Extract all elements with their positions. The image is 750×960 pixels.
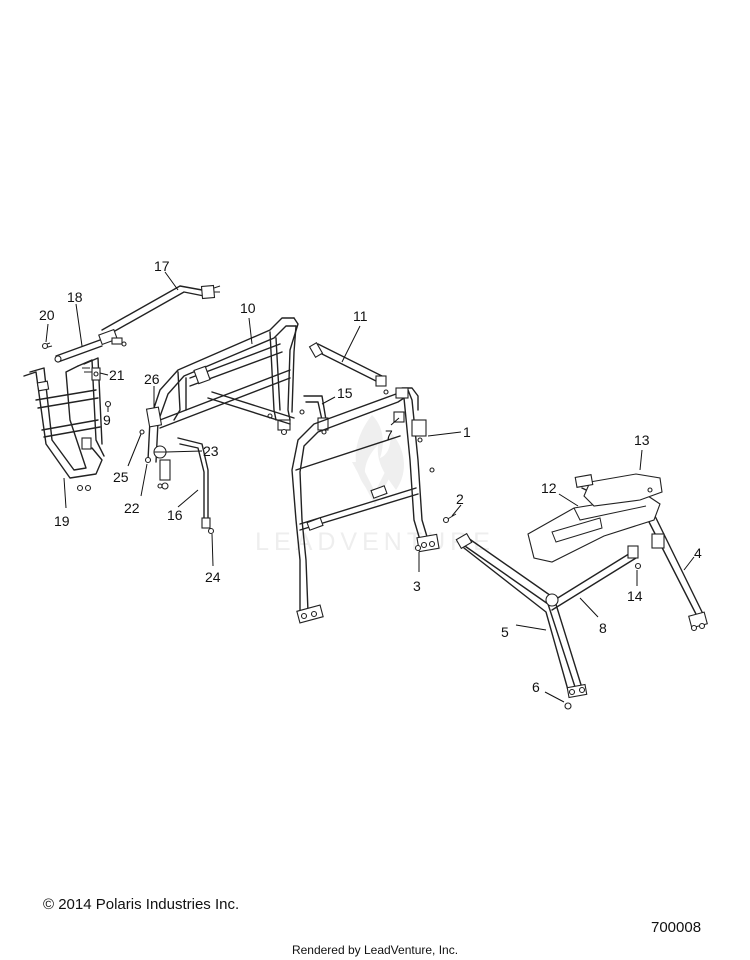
callout-label: 6 [532,679,540,695]
watermark: LEADVENTURE [255,415,495,556]
callout-13: 13 [634,432,650,471]
callout-21: 21 [99,367,125,383]
callout-23: 23 [165,443,219,459]
callout-label: 26 [144,371,160,387]
copyright-notice: © 2014 Polaris Industries Inc. [43,896,240,913]
callout-17: 17 [154,258,179,291]
callout-3: 3 [413,552,421,594]
callout-label: 21 [109,367,125,383]
callout-label: 19 [54,513,70,529]
part-6-bolt [564,702,572,710]
callout-8: 8 [579,597,607,636]
part-13-dash-cap [583,473,663,507]
callout-label: 11 [353,308,368,324]
callout-label: 12 [541,480,557,496]
callout-label: 15 [337,385,353,401]
callout-label: 10 [240,300,256,316]
part-11-crossbar [308,342,389,395]
callout-6: 6 [532,679,565,703]
callout-label: 7 [385,427,393,443]
callout-label: 3 [413,578,421,594]
callout-25: 25 [113,433,142,485]
callout-label: 8 [599,620,607,636]
part-22-bolt [144,456,152,464]
callout-label: 14 [627,588,643,604]
callout-1: 1 [427,424,471,440]
callout-label: 24 [205,569,221,585]
part-24-bolt [207,527,215,535]
part-16-support [177,437,211,529]
callout-10: 10 [240,300,256,345]
callout-4: 4 [683,545,702,571]
callout-label: 23 [203,443,219,459]
callout-16: 16 [167,489,199,523]
part-8-crossbar [545,545,639,611]
callout-label: 5 [501,624,509,640]
callout-18: 18 [67,289,83,347]
callout-label: 2 [456,491,464,507]
callout-14: 14 [627,570,643,604]
callout-label: 17 [154,258,170,274]
callout-24: 24 [205,533,221,585]
callout-2: 2 [451,491,464,517]
part-19-rear-frame [23,357,105,492]
callout-label: 25 [113,469,129,485]
callout-15: 15 [321,385,353,405]
callout-11: 11 [341,308,368,363]
part-7-bracket [393,411,405,423]
callout-label: 16 [167,507,183,523]
part-21-bracket [91,367,101,381]
callout-label: 20 [39,307,55,323]
figure-number: 700008 [651,919,702,936]
part-20-bolt [41,342,53,350]
callout-20: 20 [39,307,55,343]
part-23-clamp [153,445,167,459]
part-9-bolt [104,400,112,408]
callout-12: 12 [541,480,579,507]
part-18-lower-bar [54,328,127,363]
part-17-upper-bar [101,284,221,337]
watermark-text: LEADVENTURE [255,528,495,556]
callout-26: 26 [144,371,160,408]
callout-7: 7 [385,417,400,443]
rendered-by-credit: Rendered by LeadVenture, Inc. [291,943,459,957]
callout-5: 5 [501,624,547,640]
part-2-bolt [442,513,457,524]
part-3-nut [414,544,422,552]
callout-19: 19 [54,477,70,529]
callout-9: 9 [103,407,111,428]
part-1-front-hoop [291,387,440,624]
callout-label: 13 [634,432,650,448]
callout-label: 4 [694,545,702,561]
part-14-bolt [634,562,642,570]
part-5-front-leg [455,532,588,699]
part-25-washer [139,429,145,435]
part-10-middle-hoop [147,317,299,490]
callout-label: 9 [103,412,111,428]
part-12-13-mount [574,474,594,488]
callout-22: 22 [124,463,148,516]
callout-label: 18 [67,289,83,305]
callout-label: 22 [124,500,140,516]
callout-label: 1 [463,424,471,440]
part-26-plate [145,406,163,428]
